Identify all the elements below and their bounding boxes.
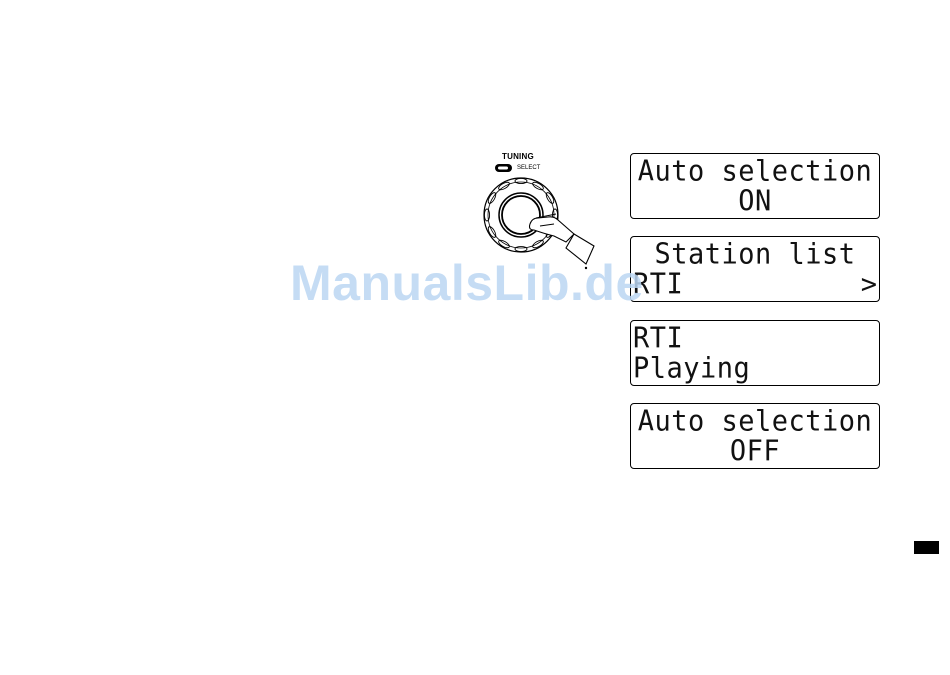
lcd-line-1: Auto selection <box>631 406 879 438</box>
tuning-label: TUNING <box>502 152 534 161</box>
chevron-right-icon: > <box>861 270 877 300</box>
lcd-display-auto-selection-off: Auto selection OFF <box>630 403 880 469</box>
lcd-display-auto-selection-on: Auto selection ON <box>630 153 880 219</box>
watermark: ManualsLib.de <box>290 254 644 312</box>
lcd-line-2: ON <box>631 186 879 218</box>
lcd-line-1: RTI <box>631 323 879 355</box>
lcd-line-2: RTI <box>631 269 879 301</box>
lcd-display-station-list: Station list RTI > <box>630 236 880 302</box>
lcd-line-1: Auto selection <box>631 156 879 188</box>
lcd-line-2: OFF <box>631 436 879 468</box>
lcd-line-2: Playing <box>631 353 879 385</box>
lcd-display-playing: RTI Playing <box>630 320 880 386</box>
lcd-line-1: Station list <box>631 239 879 271</box>
push-select-icon <box>494 163 514 173</box>
select-label: SELECT <box>517 165 540 171</box>
section-tab-marker <box>914 541 939 554</box>
